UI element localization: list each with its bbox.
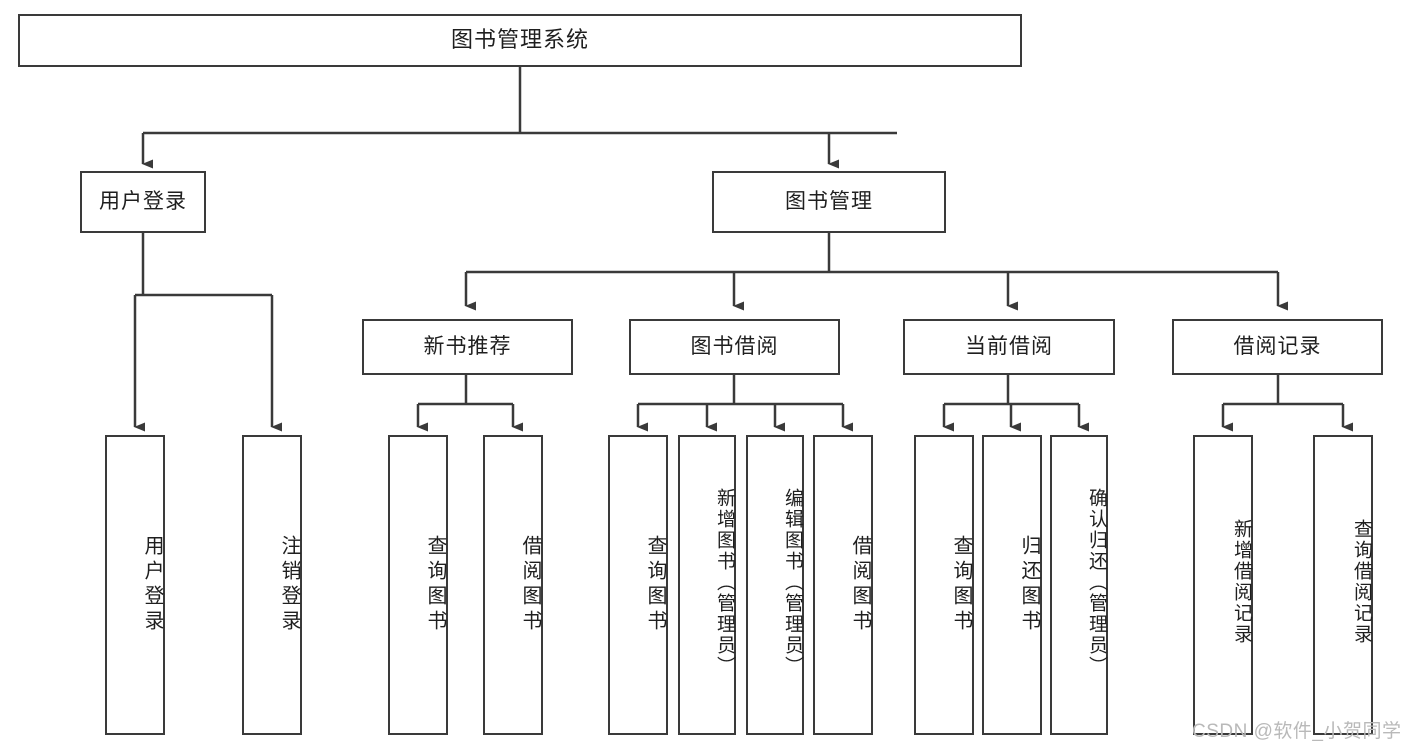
node-borrow-record[interactable]: 借阅记录 [1172, 319, 1383, 375]
node-label: 编辑图书（管理员） [782, 487, 803, 677]
node-label: 新增图书（管理员） [714, 487, 735, 677]
node-label: 新增借阅记录 [1231, 519, 1252, 645]
node-label: 查询图书 [424, 535, 446, 635]
leaf-query-borrow-record[interactable]: 查询借阅记录 [1313, 435, 1373, 735]
node-label: 图书管理系统 [450, 27, 589, 53]
node-label: 新书推荐 [423, 335, 512, 359]
node-label: 查询图书 [644, 535, 666, 635]
node-label: 用户登录 [99, 190, 187, 214]
leaf-edit-book-admin[interactable]: 编辑图书（管理员） [746, 435, 804, 735]
leaf-query-book-current[interactable]: 查询图书 [914, 435, 974, 735]
leaf-user-login[interactable]: 用户登录 [105, 435, 165, 735]
node-root-book-management-system[interactable]: 图书管理系统 [18, 14, 1022, 67]
leaf-logout-login[interactable]: 注销登录 [242, 435, 302, 735]
leaf-borrow-book-borrow[interactable]: 借阅图书 [813, 435, 873, 735]
node-label: 图书管理 [785, 190, 873, 214]
node-new-book-recommend[interactable]: 新书推荐 [362, 319, 573, 375]
node-book-borrow[interactable]: 图书借阅 [629, 319, 840, 375]
node-label: 查询借阅记录 [1351, 519, 1372, 645]
leaf-add-book-admin[interactable]: 新增图书（管理员） [678, 435, 736, 735]
leaf-add-borrow-record[interactable]: 新增借阅记录 [1193, 435, 1253, 735]
leaf-query-book-recommend[interactable]: 查询图书 [388, 435, 448, 735]
csdn-watermark: CSDN @软件_小贺同学 [1192, 721, 1402, 742]
leaf-confirm-return-admin[interactable]: 确认归还（管理员） [1050, 435, 1108, 735]
node-user-login[interactable]: 用户登录 [80, 171, 206, 233]
leaf-query-book-borrow[interactable]: 查询图书 [608, 435, 668, 735]
node-label: 当前借阅 [965, 335, 1053, 359]
node-label: 用户登录 [141, 535, 163, 635]
node-label: 查询图书 [950, 535, 972, 635]
node-label: 借阅图书 [519, 535, 541, 635]
node-current-borrow[interactable]: 当前借阅 [903, 319, 1115, 375]
node-label: 归还图书 [1018, 535, 1040, 635]
node-label: 借阅图书 [849, 535, 871, 635]
node-label: 确认归还（管理员） [1086, 487, 1107, 677]
node-label: 图书借阅 [690, 335, 779, 359]
leaf-return-book[interactable]: 归还图书 [982, 435, 1042, 735]
node-label: 借阅记录 [1233, 335, 1322, 359]
node-book-management[interactable]: 图书管理 [712, 171, 946, 233]
node-label: 注销登录 [278, 535, 300, 635]
leaf-borrow-book-recommend[interactable]: 借阅图书 [483, 435, 543, 735]
